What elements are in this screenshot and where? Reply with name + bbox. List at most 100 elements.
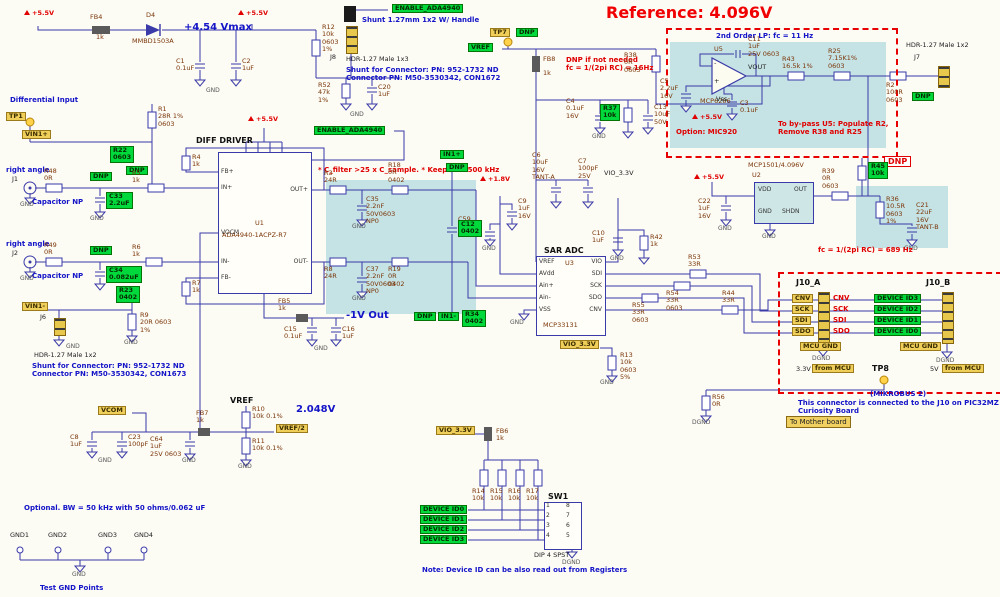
device-id-tag: DEVICE ID3 <box>420 535 468 545</box>
net-tag-yellow: from MCU <box>942 364 985 374</box>
u3-ref: U3 <box>565 259 574 267</box>
component-label: C5 2.2uF 16V <box>660 77 679 100</box>
net-tag-green: DNP <box>414 312 436 322</box>
net-tag-green: DNP <box>90 172 112 182</box>
j10b-header <box>942 292 954 344</box>
net-tag-green: DNP <box>516 28 538 38</box>
component-label: U2 <box>752 171 761 179</box>
net-tag-green: R37 10k <box>600 104 621 121</box>
power-net-label: +1.8V <box>480 175 510 183</box>
u1-pin-out+: OUT+ <box>290 186 308 193</box>
j10a-header <box>818 292 830 344</box>
note-blue: Capacitor NP <box>32 198 84 206</box>
ground-label: GND <box>350 111 364 118</box>
power-net-label: +5.5V <box>238 9 268 17</box>
vref-net-tag: VREF <box>468 43 493 53</box>
text-label: GND2 <box>48 531 68 539</box>
component-label: R8 24R <box>324 265 337 281</box>
u2-vref-ic <box>754 182 814 224</box>
net-tag-green: C12 0402 <box>458 220 483 237</box>
u3-part-number: MCP33131 <box>543 321 578 329</box>
note-red: CNV <box>833 294 850 302</box>
sw1-pin-4: 4 <box>546 532 550 539</box>
ground-label: GND <box>352 295 366 302</box>
component-label: R16 10k <box>508 487 521 503</box>
note-red: SCK <box>833 305 849 313</box>
component-label: R14 10k <box>472 487 485 503</box>
vref2-net-tag: VREF/2 <box>276 424 308 434</box>
component-label: 1k <box>96 33 104 41</box>
sw1-pin-1: 1 <box>546 502 550 509</box>
component-label: C11 1uF 25V 0603 <box>748 35 780 58</box>
component-label: R54 33R 0603 <box>666 289 683 312</box>
vcom-net-tag: VCOM <box>98 406 126 416</box>
component-label: FB8 <box>543 55 556 63</box>
text-label: VIO_3.3V <box>604 169 634 177</box>
component-label: C16 1uF <box>342 325 355 341</box>
net-tag-green: DNP <box>446 163 468 173</box>
ground-label: GND <box>314 345 328 352</box>
u1-pin-fb+: FB+ <box>221 168 234 175</box>
u3-pin-sdi: SDI <box>591 270 602 277</box>
u1-pin-in+: IN+ <box>221 184 233 191</box>
note-blue: right angle <box>6 166 50 174</box>
u1-pin-fb-: FB- <box>221 274 231 281</box>
sw1-pin-8: 8 <box>566 502 570 509</box>
component-label: R7 1k <box>192 279 201 295</box>
test-gnd-note: Test GND Points <box>40 584 104 592</box>
ground-label: GND <box>482 245 496 252</box>
component-label: R15 10k <box>490 487 503 503</box>
text-label: GND4 <box>134 531 154 539</box>
component-label: R6 1k <box>132 243 141 259</box>
component-label: C1 0.1uF <box>176 57 195 73</box>
j6-shunt-note: Shunt for Connector: PN: 952-1732 ND Con… <box>32 362 187 379</box>
net-tag-yellow: VIO_3.3V <box>436 426 475 436</box>
ground-label: GND <box>90 215 104 222</box>
text-label: J6 <box>40 313 47 321</box>
component-label: R12 10k 0603 1% <box>322 23 339 54</box>
mother-board-note: To Mother board <box>786 416 851 429</box>
component-label: R1 28R 1% 0603 <box>158 105 184 128</box>
u1-pin-out-: OUT- <box>293 258 308 265</box>
section-label: VREF <box>230 396 254 405</box>
ground-label: GND <box>610 255 624 262</box>
net-tag-green: R22 0603 <box>110 146 135 163</box>
j1-connector-icon <box>23 181 37 195</box>
note-red: Option: MIC920 <box>676 128 738 136</box>
ground-label: DGND <box>812 355 831 362</box>
diff-input-note: Differential Input <box>10 96 79 104</box>
device-id-tag: DEVICE ID0 <box>874 327 922 337</box>
vin1m-net-tag: VIN1- <box>22 302 49 312</box>
u2-pin-shdn: SHDN <box>782 208 800 215</box>
misc-symbols <box>16 6 889 554</box>
bypass-note: To by-pass U5: Populate R2, Remove R38 a… <box>778 120 889 137</box>
j6-header <box>54 318 66 336</box>
component-label: R5 1k <box>132 169 141 185</box>
note-red: SDI <box>833 316 847 324</box>
component-label: C8 1uF <box>70 433 82 449</box>
text-label: J2 <box>12 249 19 257</box>
value-label: -1V Out <box>346 310 389 321</box>
component-label: C2 1uF <box>242 57 254 73</box>
wires <box>19 9 948 566</box>
component-label: R4 1k <box>192 153 201 169</box>
resistor-symbols <box>45 39 907 487</box>
note-blue: Shunt 1.27mm 1x2 W/ Handle <box>362 16 480 24</box>
u3-pin-cnv: CNV <box>589 306 602 313</box>
text-label: 3.3V <box>796 365 811 373</box>
ground-label: GND <box>592 133 606 140</box>
text-label: VOUT <box>748 63 767 71</box>
component-label: R55 33R 0603 <box>632 301 649 324</box>
gnd2-post-icon <box>54 546 62 554</box>
section-label: SW1 <box>548 492 569 501</box>
component-label: MCP6286 <box>700 97 731 105</box>
net-tag-yellow: VIO_3.3V <box>560 340 599 350</box>
ground-label: DGND <box>562 559 581 566</box>
component-label: FB5 1k <box>278 297 291 313</box>
component-label: C20 1uF <box>378 83 391 99</box>
component-label: C64 1uF 25V 0603 <box>150 435 182 458</box>
component-label: R48 0R <box>44 167 57 183</box>
device-id-tag: DEVICE ID2 <box>420 525 468 535</box>
net-tag-yellow: from MCU <box>812 364 855 374</box>
